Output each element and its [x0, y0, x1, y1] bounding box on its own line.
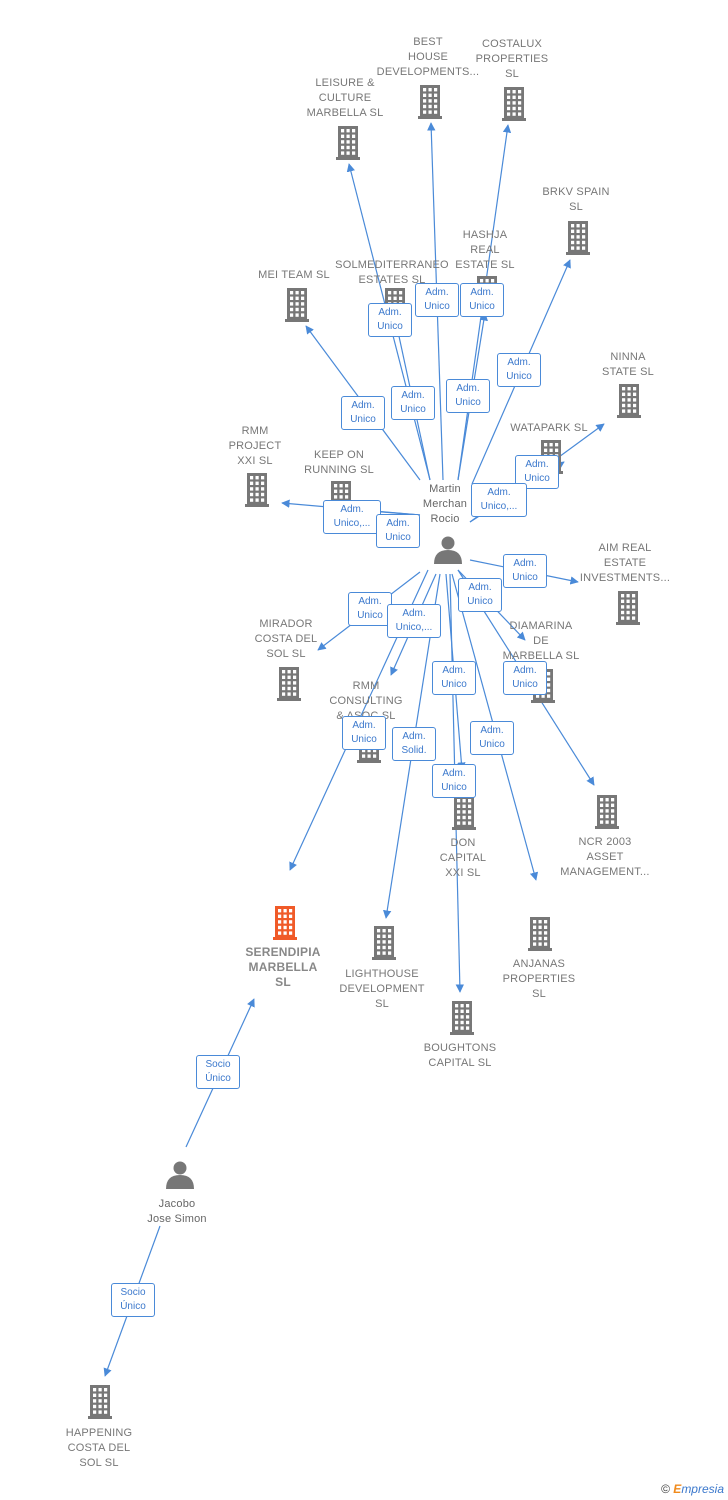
edge-label-martin-to-rmm_consulting[interactable]: Adm. Unico,... — [387, 604, 441, 638]
happening-building-icon[interactable] — [88, 1385, 112, 1419]
mei-building-icon[interactable] — [285, 288, 309, 322]
brkv-building-icon[interactable] — [566, 221, 590, 255]
don_capital-label[interactable]: DON CAPITAL XXI SL — [439, 837, 487, 879]
rmm_project-building-icon[interactable] — [245, 473, 269, 507]
copyright-symbol: © — [661, 1482, 670, 1496]
ncr-building-icon[interactable] — [595, 795, 619, 829]
anjanas-label[interactable]: ANJANAS PROPERTIES SL — [502, 958, 576, 1000]
diamarina-label[interactable]: DIAMARINA DE MARBELLA SL — [502, 620, 580, 662]
ninna-building-icon[interactable] — [617, 384, 641, 418]
costalux-label[interactable]: COSTALUX PROPERTIES SL — [475, 38, 549, 80]
edge-label-martin-to-watapark[interactable]: Adm. Unico,... — [471, 483, 527, 517]
ncr-label[interactable]: NCR 2003 ASSET MANAGEMENT... — [560, 836, 650, 878]
jacobo-label[interactable]: Jacobo Jose Simon — [147, 1198, 207, 1225]
edge-label-martin-to-mirador[interactable]: Adm. Unico — [348, 592, 392, 626]
edge-label-martin-to-leisure[interactable]: Adm. Unico — [368, 303, 412, 337]
brand-logo-text: mpresia — [681, 1482, 724, 1496]
leisure-label[interactable]: LEISURE & CULTURE MARBELLA SL — [306, 77, 384, 119]
don_capital-building-icon[interactable] — [452, 796, 476, 830]
aim-building-icon[interactable] — [616, 591, 640, 625]
edge-label-martin-to-diamarina[interactable]: Adm. Unico — [458, 578, 502, 612]
edge-label-martin-to-solmed[interactable]: Adm. Unico — [391, 386, 435, 420]
boughtons-building-icon[interactable] — [450, 1001, 474, 1035]
edge-label-martin-to-ncr[interactable]: Adm. Unico — [503, 661, 547, 695]
edge-label-martin-to-serendipia[interactable]: Adm. Unico — [342, 716, 386, 750]
edge-label-jacobo-to-serendipia[interactable]: Socio Único — [196, 1055, 240, 1089]
mei-label[interactable]: MEI TEAM SL — [258, 269, 330, 281]
hashja-label[interactable]: HASHJA REAL ESTATE SL — [455, 229, 515, 271]
aim-label[interactable]: AIM REAL ESTATE INVESTMENTS... — [579, 542, 671, 584]
best_house-label[interactable]: BEST HOUSE DEVELOPMENTS... — [376, 36, 480, 78]
brand-logo-initial: E — [673, 1482, 682, 1496]
jacobo-person-icon[interactable] — [166, 1161, 194, 1190]
edge-label-martin-to-anjanas[interactable]: Adm. Unico — [470, 721, 514, 755]
edge-label-martin-to-keep_on[interactable]: Adm. Unico — [376, 514, 420, 548]
footer-brand: © Empresia — [661, 1482, 724, 1496]
serendipia-label[interactable]: SERENDIPIA MARBELLA SL — [245, 945, 321, 989]
edge-label-martin-to-hashja[interactable]: Adm. Unico — [446, 379, 490, 413]
edge-label-martin-to-mei[interactable]: Adm. Unico — [341, 396, 385, 430]
anjanas-building-icon[interactable] — [528, 917, 552, 951]
leisure-building-icon[interactable] — [336, 126, 360, 160]
edge-label-martin-to-costalux[interactable]: Adm. Unico — [460, 283, 504, 317]
rmm_project-label[interactable]: RMM PROJECT XXI SL — [228, 425, 282, 467]
boughtons-label[interactable]: BOUGHTONS CAPITAL SL — [423, 1042, 497, 1069]
martin-person-icon[interactable] — [434, 536, 462, 565]
watapark-label[interactable]: WATAPARK SL — [510, 422, 588, 434]
ninna-label[interactable]: NINNA STATE SL — [602, 351, 654, 378]
mirador-building-icon[interactable] — [277, 667, 301, 701]
serendipia-building-icon[interactable] — [273, 906, 297, 940]
lighthouse-label[interactable]: LIGHTHOUSE DEVELOPMENT SL — [339, 968, 425, 1010]
edge-label-martin-to-boughtons[interactable]: Adm. Unico — [432, 661, 476, 695]
martin-label[interactable]: Martin Merchan Rocio — [422, 483, 468, 525]
edge-label-martin-to-lighthouse[interactable]: Adm. Solid. — [392, 727, 436, 761]
edge-label-martin-to-brkv[interactable]: Adm. Unico — [497, 353, 541, 387]
keep_on-label[interactable]: KEEP ON RUNNING SL — [304, 449, 374, 476]
edge-label-jacobo-to-happening[interactable]: Socio Único — [111, 1283, 155, 1317]
edge-label-martin-to-best_house[interactable]: Adm. Unico — [415, 283, 459, 317]
costalux-building-icon[interactable] — [502, 87, 526, 121]
happening-label[interactable]: HAPPENING COSTA DEL SOL SL — [65, 1427, 133, 1469]
edge-label-martin-to-rmm_project[interactable]: Adm. Unico,... — [323, 500, 381, 534]
best_house-building-icon[interactable] — [418, 85, 442, 119]
edge-label-martin-to-aim[interactable]: Adm. Unico — [503, 554, 547, 588]
rmm_consulting-label[interactable]: RMM CONSULTING & ASOC SL — [329, 680, 403, 722]
lighthouse-building-icon[interactable] — [372, 926, 396, 960]
brkv-label[interactable]: BRKV SPAIN SL — [542, 186, 610, 213]
mirador-label[interactable]: MIRADOR COSTA DEL SOL SL — [254, 618, 318, 660]
edge-label-martin-to-don_capital[interactable]: Adm. Unico — [432, 764, 476, 798]
